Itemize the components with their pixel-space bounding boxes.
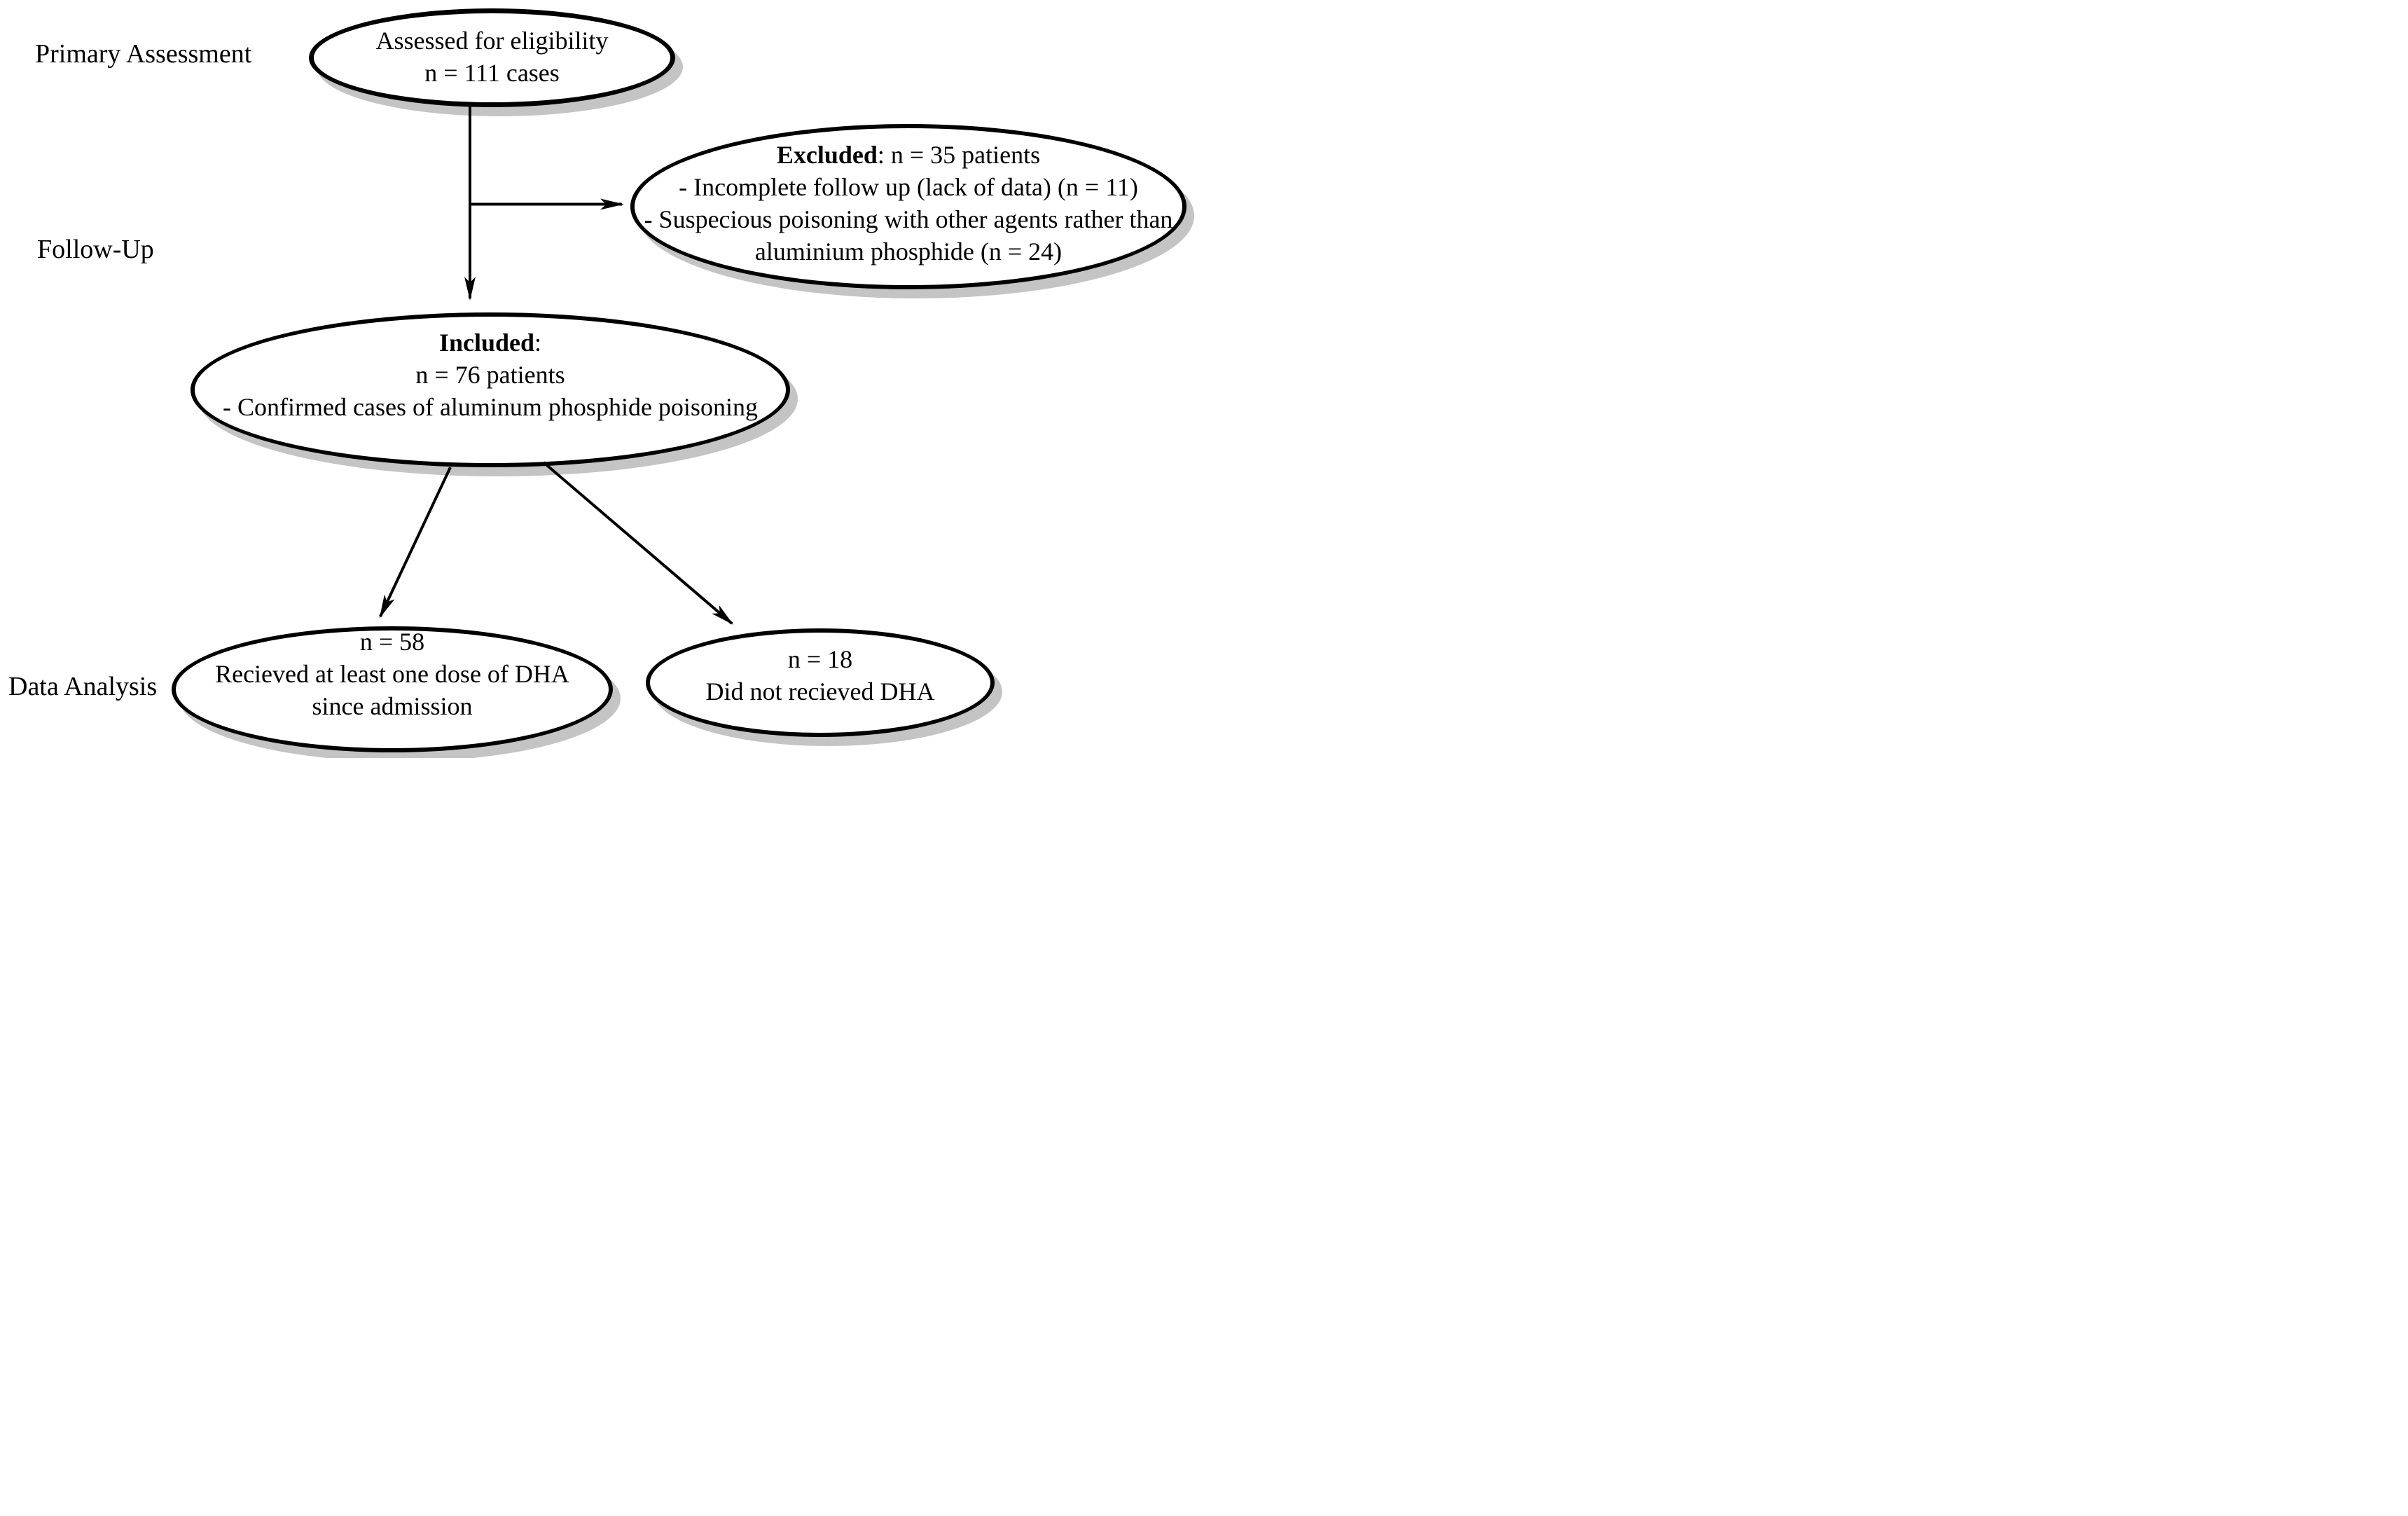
node-did-not-receive-dha: n = 18 Did not recieved DHA	[646, 628, 995, 737]
arrow-included-to-received-dha	[379, 467, 452, 619]
stage-label-data-analysis: Data Analysis	[8, 672, 158, 701]
assessed-line-2: n = 111 cases	[424, 58, 560, 87]
received-dha-line-3: since admission	[312, 692, 473, 720]
included-title-line: Included:	[439, 326, 541, 359]
included-title-suffix: :	[534, 328, 542, 357]
assessed-line-1: Assessed for eligibility	[375, 26, 609, 55]
no-dha-line-2: Did not recieved DHA	[705, 677, 935, 705]
excluded-title-line: Excluded: n = 35 patients	[777, 139, 1040, 171]
received-dha-line-1: n = 58	[359, 628, 425, 656]
node-assessed-for-eligibility: Assessed for eligibility n = 111 cases	[309, 8, 675, 107]
node-included: Included: n = 76 patients - Confirmed ca…	[191, 312, 790, 467]
no-dha-line-1: n = 18	[787, 645, 853, 673]
excluded-title-suffix: : n = 35 patients	[877, 141, 1041, 169]
excluded-title: Excluded	[776, 141, 878, 169]
excluded-reason-2: - Suspecious poisoning with other agents…	[644, 205, 1173, 233]
received-dha-line-2: Recieved at least one dose of DHA	[215, 660, 569, 688]
included-title: Included	[438, 328, 535, 357]
stage-label-follow-up: Follow-Up	[37, 235, 154, 264]
excluded-reason-2-continued: aluminium phosphide (n = 24)	[754, 237, 1063, 266]
node-received-dha: n = 58 Recieved at least one dose of DHA…	[172, 626, 613, 752]
node-excluded: Excluded: n = 35 patients - Incomplete f…	[630, 124, 1186, 289]
included-line-2: n = 76 patients	[415, 360, 565, 389]
included-line-3: - Confirmed cases of aluminum phosphide …	[223, 392, 758, 421]
arrow-included-to-no-dha	[542, 461, 734, 625]
stage-label-primary-assessment: Primary Assessment	[35, 39, 252, 69]
excluded-reason-1: - Incomplete follow up (lack of data) (n…	[679, 173, 1138, 201]
consort-flow-diagram: Primary Assessment Follow-Up Data Analys…	[0, 0, 1204, 758]
